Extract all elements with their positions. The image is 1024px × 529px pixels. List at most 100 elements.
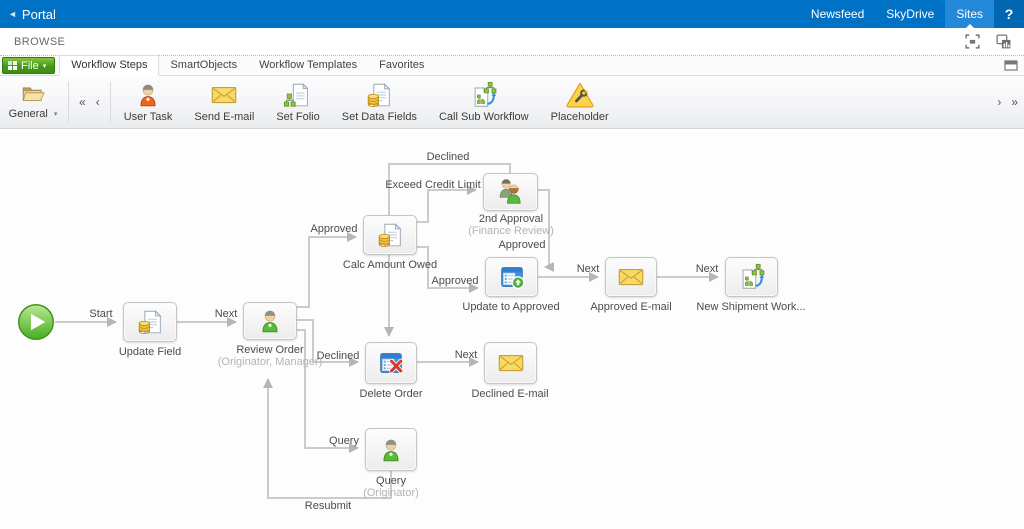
email-icon: [496, 348, 526, 378]
k2-logo-icon: [8, 61, 17, 70]
general-group-button[interactable]: General ▾: [0, 76, 66, 128]
workflow-canvas: Start Next Approved Exceed Credit Limit …: [0, 129, 1024, 529]
ribbon-tab-row: File ▾ Workflow Steps SmartObjects Workf…: [0, 55, 1024, 76]
file-button-label: File: [21, 59, 39, 72]
toolbar-item-send-email[interactable]: Send E-mail: [183, 76, 265, 128]
library-icon[interactable]: [995, 33, 1012, 50]
general-group-label: General: [8, 108, 48, 120]
toolbar-item-set-folio[interactable]: Set Folio: [265, 76, 330, 128]
suite-link-sites[interactable]: Sites: [945, 0, 994, 28]
toolbar-item-label: Send E-mail: [194, 111, 255, 123]
toolbar-separator: [68, 82, 69, 122]
collapse-ribbon-icon[interactable]: [1004, 59, 1018, 72]
fullscreen-icon[interactable]: [964, 33, 981, 50]
node-review-order[interactable]: [243, 302, 297, 340]
edge-label: Next: [454, 349, 478, 361]
toolbar-item-placeholder[interactable]: Placeholder: [540, 76, 620, 128]
back-arrow-icon[interactable]: ◄: [8, 9, 17, 19]
edge-label: Exceed Credit Limit: [385, 179, 481, 191]
suite-links: Newsfeed SkyDrive Sites: [800, 0, 994, 28]
user-task-icon: [255, 306, 285, 336]
tab-workflow-templates[interactable]: Workflow Templates: [259, 59, 358, 71]
folder-delete-icon: [376, 348, 406, 378]
node-delete-order[interactable]: [365, 342, 417, 384]
node-calc-amount-owed[interactable]: [363, 215, 417, 255]
toolbar-item-label: Set Data Fields: [341, 111, 417, 123]
toolbar-separator: [109, 82, 111, 122]
node-label-delete-order: Delete Order: [359, 388, 423, 400]
edge-label: Declined: [426, 151, 470, 163]
toolbar-item-label: User Task: [123, 111, 173, 123]
email-icon: [616, 262, 646, 292]
set-data-fields-icon: [364, 80, 394, 110]
folder-add-icon: [497, 262, 527, 292]
node-label-2nd-approval: 2nd Approval (Finance Review): [468, 213, 554, 237]
ribbon-toolbar: General ▾ « ‹ User Task Send E-mail Set …: [0, 76, 1024, 129]
start-play-icon: [16, 302, 56, 342]
edge-label: Declined: [316, 350, 360, 362]
node-query[interactable]: [365, 428, 417, 471]
suite-link-skydrive[interactable]: SkyDrive: [886, 7, 935, 21]
data-fields-icon: [135, 307, 165, 337]
node-approved-email[interactable]: [605, 257, 657, 297]
node-label-calc-amount-owed: Calc Amount Owed: [342, 259, 438, 271]
scroll-far-right-icon[interactable]: »: [1011, 95, 1018, 109]
send-email-icon: [209, 80, 239, 110]
node-label-new-shipment-workflow: New Shipment Work...: [696, 301, 806, 313]
toolbar-item-label: Placeholder: [550, 111, 609, 123]
node-declined-email[interactable]: [484, 342, 537, 384]
toolbar-item-user-task[interactable]: User Task: [113, 76, 184, 128]
node-start[interactable]: [16, 302, 56, 342]
node-update-field[interactable]: [123, 302, 177, 342]
browse-bar: BROWSE: [0, 28, 1024, 56]
edge-label: Approved: [431, 275, 479, 287]
suite-link-newsfeed[interactable]: Newsfeed: [810, 7, 865, 21]
edge-query: [297, 329, 359, 453]
edge-label: Next: [576, 263, 600, 275]
folder-icon: [20, 81, 46, 107]
node-label-update-to-approved: Update to Approved: [462, 301, 560, 313]
node-label-query: Query (Originator): [363, 475, 419, 499]
scroll-far-left-icon[interactable]: «: [79, 95, 86, 109]
edge-declined-review-delete: [297, 319, 359, 367]
edge-approved-to-update: [538, 189, 554, 272]
user-task-icon: [133, 80, 163, 110]
chevron-down-icon: ▾: [42, 62, 47, 70]
chevron-down-icon: ▾: [53, 110, 58, 118]
toolbar-item-set-data-fields[interactable]: Set Data Fields: [331, 76, 428, 128]
sub-workflow-icon: [737, 262, 767, 292]
toolbar-item-call-sub-workflow[interactable]: Call Sub Workflow: [428, 76, 540, 128]
two-users-icon: [496, 177, 526, 207]
edge-label: Approved: [498, 239, 546, 251]
file-button[interactable]: File ▾: [2, 57, 56, 74]
tab-workflow-steps[interactable]: Workflow Steps: [59, 55, 160, 76]
node-update-to-approved[interactable]: [485, 257, 538, 297]
set-folio-icon: [283, 80, 313, 110]
user-task-icon: [376, 435, 406, 465]
suite-bar: ◄ Portal Newsfeed SkyDrive Sites ?: [0, 0, 1024, 28]
browse-tab[interactable]: BROWSE: [14, 35, 66, 48]
toolbar-item-label: Call Sub Workflow: [438, 111, 529, 123]
portal-title[interactable]: Portal: [21, 6, 56, 22]
edge-approved-to-calc: [297, 232, 357, 308]
data-fields-icon: [375, 220, 405, 250]
edge-label: Approved: [310, 223, 358, 235]
edge-label: Next: [695, 263, 719, 275]
toolbar-item-label: Set Folio: [276, 111, 320, 123]
edge-label: Next: [214, 308, 238, 320]
edge-label: Query: [329, 435, 359, 447]
node-label-review-order: Review Order (Originator, Manager): [217, 344, 323, 368]
call-sub-workflow-icon: [469, 80, 499, 110]
help-button[interactable]: ?: [994, 0, 1024, 28]
node-label-declined-email: Declined E-mail: [471, 388, 549, 400]
edge-approved-calc-update: [417, 246, 479, 293]
node-new-shipment-workflow[interactable]: [725, 257, 778, 297]
node-2nd-approval[interactable]: [483, 173, 538, 211]
tab-smartobjects[interactable]: SmartObjects: [170, 59, 238, 71]
scroll-right-icon[interactable]: ›: [997, 95, 1002, 109]
placeholder-icon: [565, 80, 595, 110]
tab-favorites[interactable]: Favorites: [379, 59, 425, 71]
edge-resubmit: [263, 378, 392, 499]
scroll-left-icon[interactable]: ‹: [95, 95, 100, 109]
edge-exceed-credit-limit: [417, 185, 477, 223]
